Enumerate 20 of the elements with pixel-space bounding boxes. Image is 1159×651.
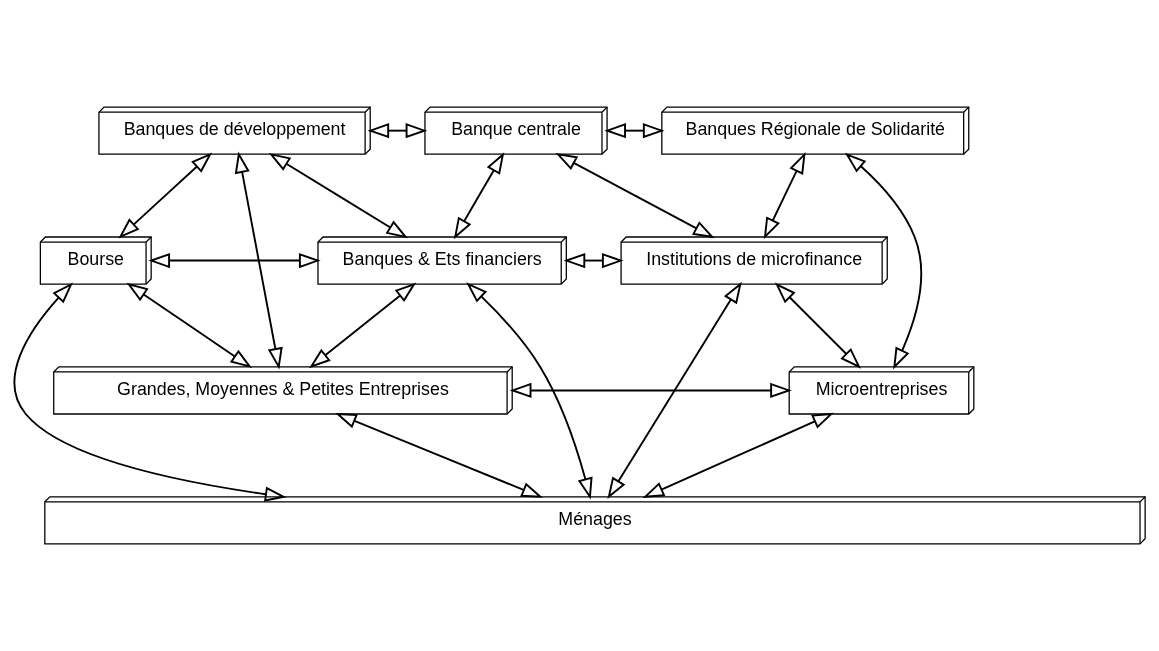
arrow	[763, 152, 806, 240]
arrow	[844, 152, 922, 370]
arrow	[126, 282, 253, 369]
arrow	[466, 282, 593, 500]
arrow	[453, 152, 505, 240]
arrow	[642, 412, 834, 498]
arrow	[118, 152, 213, 239]
arrow	[774, 282, 861, 369]
arrow	[148, 252, 321, 269]
arrow	[555, 153, 715, 239]
arrow	[268, 152, 408, 239]
arrow	[13, 282, 287, 502]
arrow	[335, 412, 543, 498]
arrow	[604, 123, 665, 139]
arrow	[309, 282, 417, 369]
arrow	[367, 123, 428, 139]
arrow	[509, 382, 792, 399]
arrow	[563, 252, 624, 269]
arrow	[234, 151, 283, 370]
arrow	[607, 281, 742, 499]
